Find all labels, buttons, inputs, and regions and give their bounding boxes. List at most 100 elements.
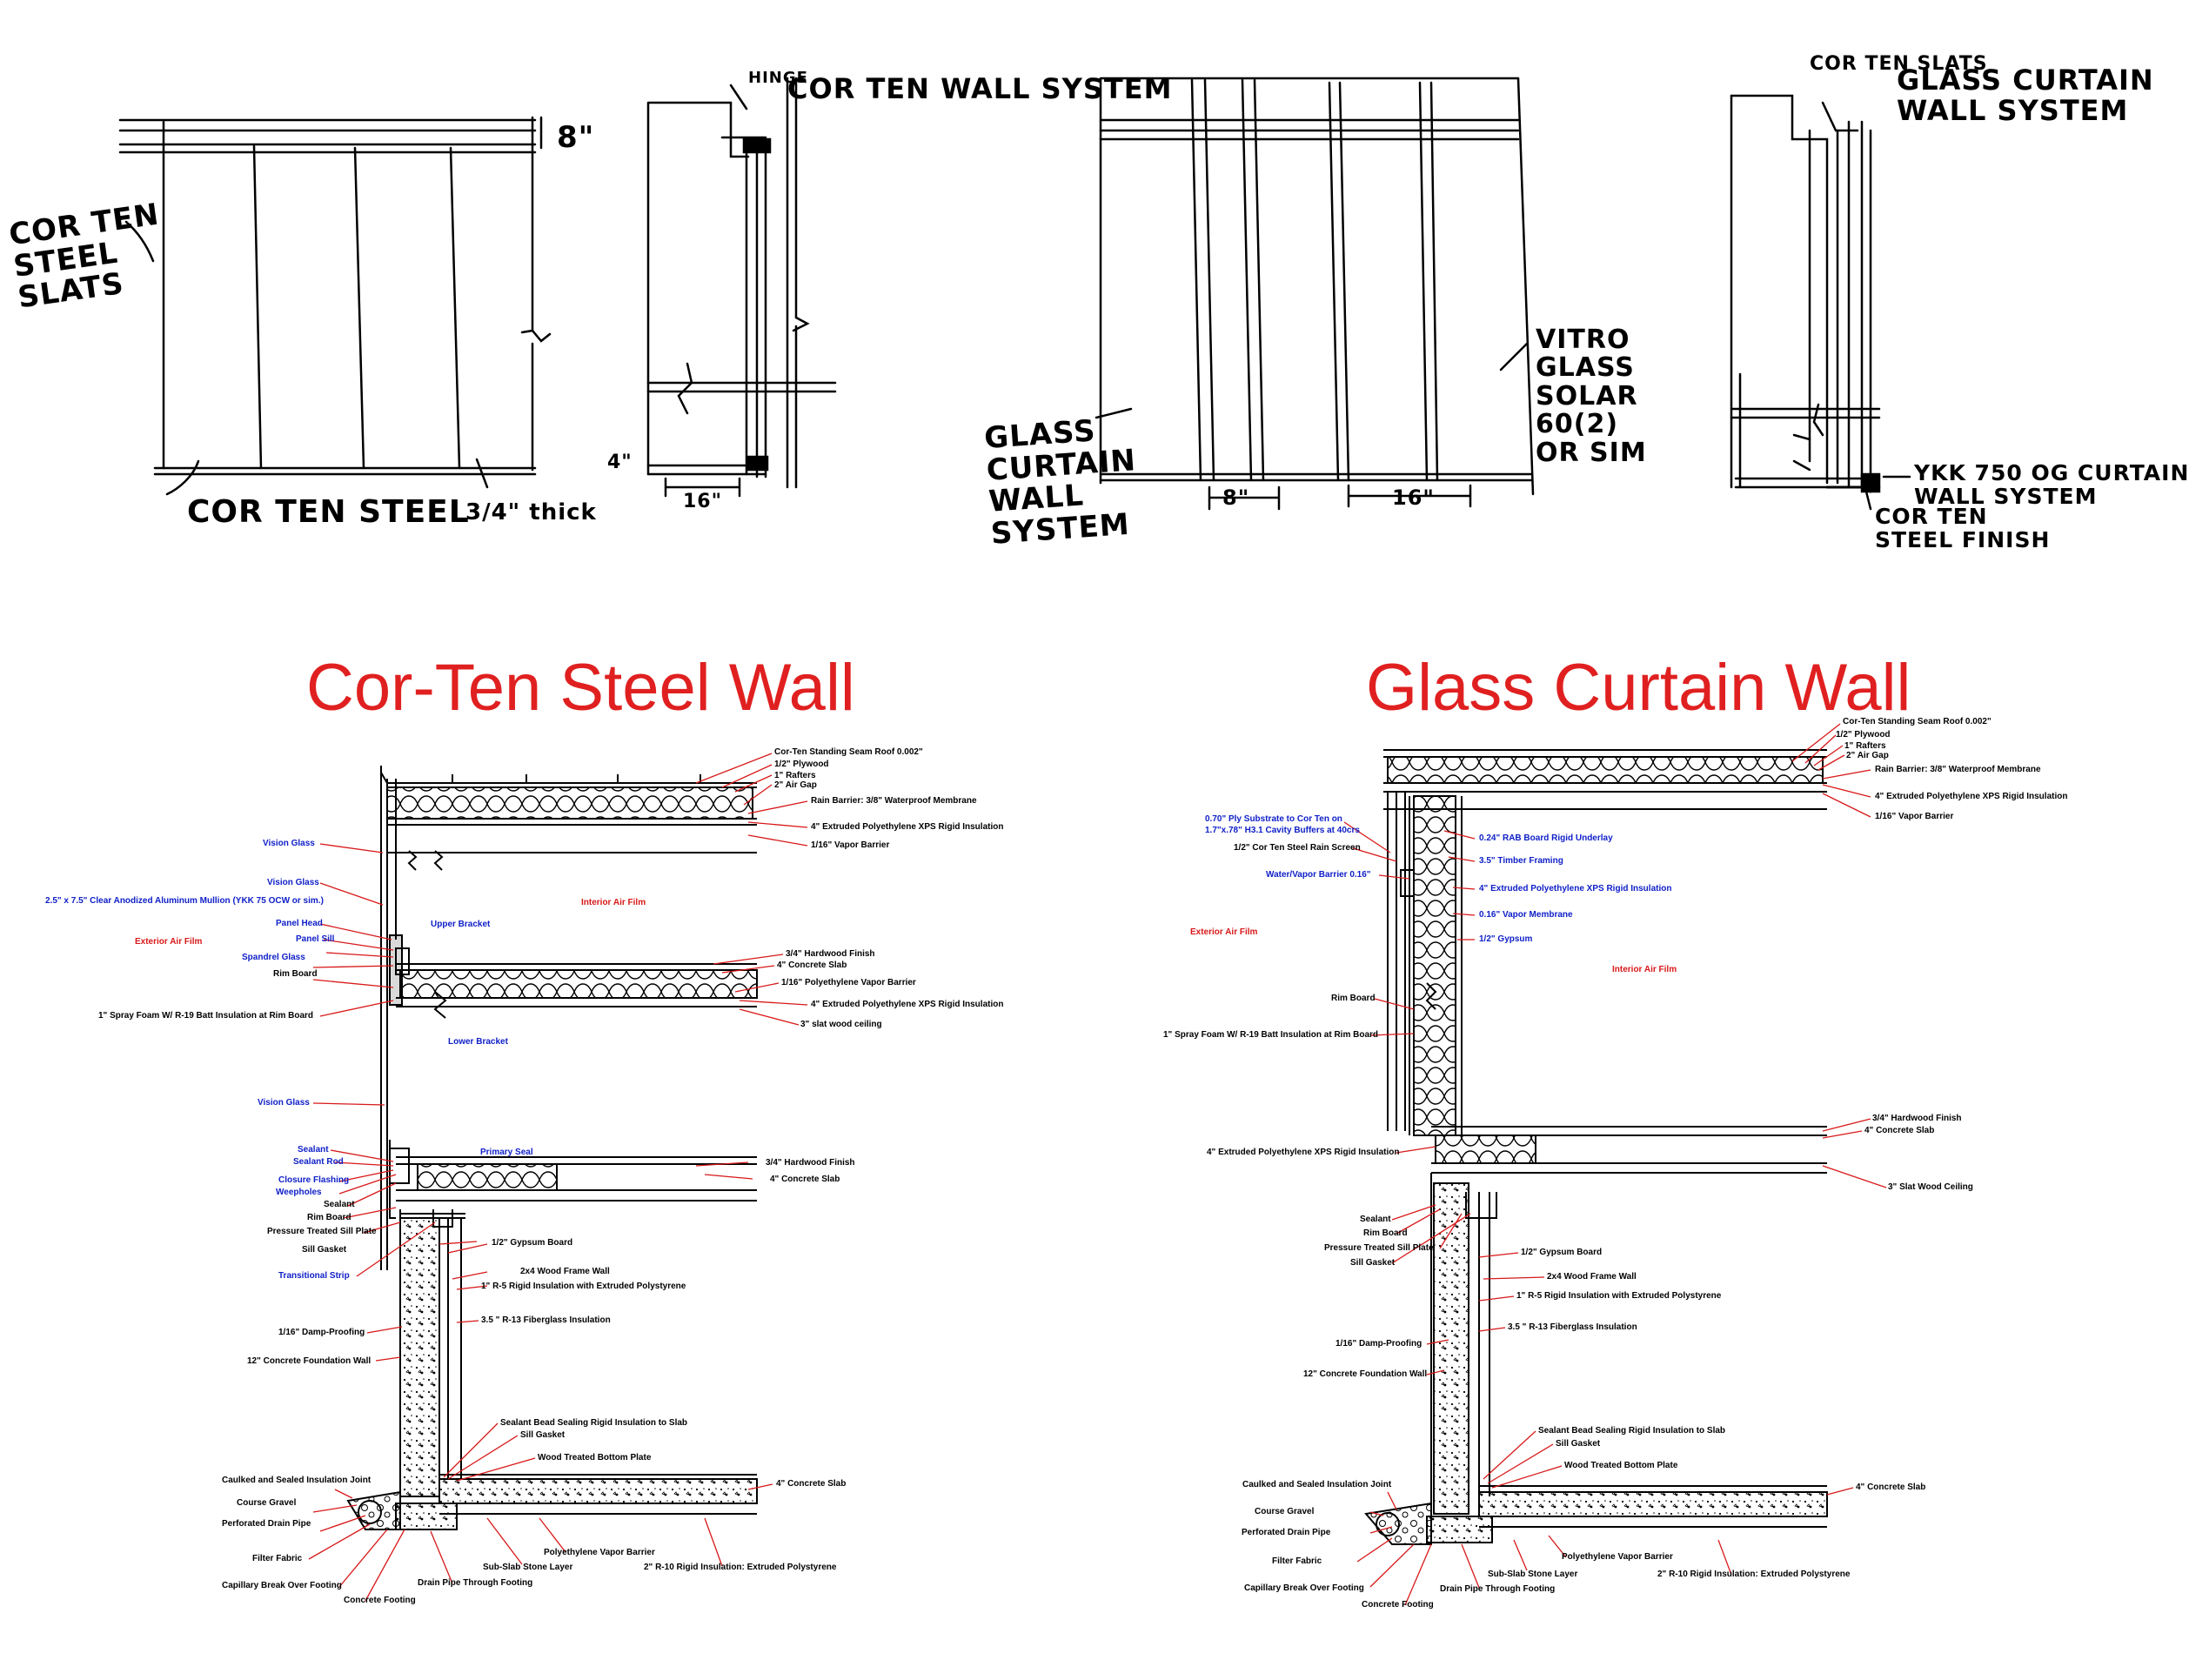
- callout: Concrete Footing: [1362, 1600, 1434, 1610]
- callout: Sealant: [1360, 1215, 1391, 1224]
- callout: 1/2" Gypsum Board: [1521, 1248, 1603, 1257]
- callout: Water/Vapor Barrier 0.16": [1266, 870, 1371, 880]
- callout: 2x4 Wood Frame Wall: [1547, 1272, 1637, 1282]
- depth-dimension: 4": [607, 452, 633, 473]
- callout: 1.7"x.78" H3.1 Cavity Buffers at 40crs: [1205, 826, 1360, 835]
- callout: 4" Extruded Polyethylene XPS Rigid Insul…: [1479, 884, 1672, 894]
- width-dimension: 16": [683, 491, 723, 512]
- callout: 4" Extruded Polyethylene XPS Rigid Insul…: [811, 1000, 1004, 1009]
- callout: Exterior Air Film: [135, 937, 203, 947]
- callout: 2" Air Gap: [1846, 751, 1889, 760]
- dimension-8: 8": [1222, 485, 1250, 510]
- callout: 1/16" Vapor Barrier: [811, 840, 890, 850]
- callout: Panel Head: [276, 919, 323, 928]
- callout: Course Gravel: [237, 1498, 297, 1508]
- callout: Rim Board: [307, 1213, 351, 1222]
- callout: Polyethylene Vapor Barrier: [1562, 1552, 1673, 1562]
- callout: Weepholes: [276, 1188, 322, 1197]
- corten-steel-label: COR TEN STEEL: [187, 494, 470, 530]
- callout: 1/16" Polyethylene Vapor Barrier: [781, 978, 916, 987]
- callout: Drain Pipe Through Footing: [418, 1578, 533, 1588]
- callout: 2" R-10 Rigid Insulation: Extruded Polys…: [644, 1563, 837, 1572]
- callout: 2" Air Gap: [774, 780, 817, 790]
- callout: 3" slat wood ceiling: [800, 1020, 882, 1029]
- callout: Filter Fabric: [252, 1554, 303, 1563]
- callout: Interior Air Film: [1612, 965, 1677, 974]
- corten-wall-system-label: COR TEN WALL SYSTEM: [787, 72, 1173, 105]
- callout: Sub-Slab Stone Layer: [483, 1563, 573, 1572]
- callout: Spandrel Glass: [242, 953, 305, 962]
- callout: Pressure Treated Sill Plate: [1324, 1243, 1434, 1253]
- callout: Upper Bracket: [431, 920, 491, 929]
- callout: 4" Concrete Slab: [777, 960, 847, 970]
- callout: 4" Extruded Polyethylene XPS Rigid Insul…: [1207, 1148, 1400, 1157]
- callout: Rain Barrier: 3/8" Waterproof Membrane: [1875, 765, 2041, 774]
- callout: 3.5 " R-13 Fiberglass Insulation: [481, 1315, 611, 1325]
- callout: Drain Pipe Through Footing: [1440, 1584, 1556, 1594]
- callout: 4" Extruded Polyethylene XPS Rigid Insul…: [811, 822, 1004, 832]
- callout: 1" Rafters: [774, 771, 816, 780]
- callout: Exterior Air Film: [1190, 927, 1258, 937]
- hinge-label: HINGE: [748, 69, 808, 87]
- callout: Rain Barrier: 3/8" Waterproof Membrane: [811, 796, 977, 806]
- callout: 4" Concrete Slab: [776, 1479, 847, 1489]
- callout: Vision Glass: [263, 839, 315, 848]
- callout: Wood Treated Bottom Plate: [538, 1453, 652, 1462]
- callout: Sill Gasket: [1350, 1258, 1396, 1268]
- callout: Rim Board: [273, 969, 318, 979]
- callout: Primary Seal: [480, 1148, 533, 1157]
- callout: Rim Board: [1363, 1228, 1408, 1238]
- glass-elevation-sketch: [1094, 77, 1535, 511]
- callout: Sub-Slab Stone Layer: [1488, 1570, 1578, 1579]
- callout: Sealant: [298, 1145, 329, 1155]
- callout: Vision Glass: [267, 878, 319, 887]
- callout: 1" Spray Foam W/ R-19 Batt Insulation at…: [98, 1011, 314, 1021]
- callout: 1/2" Cor Ten Steel Rain Screen: [1234, 843, 1361, 853]
- callout: Cor-Ten Standing Seam Roof 0.002": [1843, 717, 1992, 726]
- corten-leader-lines: [308, 753, 808, 1602]
- dimension-16: 16": [1392, 485, 1435, 510]
- callout: 1/2" Plywood: [1836, 730, 1891, 740]
- callout: Sealant: [324, 1200, 355, 1209]
- glass-section-sketch: [1730, 94, 1911, 511]
- callout: Closure Flashing: [278, 1175, 350, 1185]
- callout: Sealant Bead Sealing Rigid Insulation to…: [1538, 1426, 1726, 1436]
- callout: 3/4" Hardwood Finish: [1872, 1114, 1962, 1123]
- thickness-label: 3/4" thick: [465, 499, 597, 525]
- callout: 0.24" RAB Board Rigid Underlay: [1479, 833, 1613, 843]
- callout: 2.5" x 7.5" Clear Anodized Aluminum Mull…: [45, 896, 324, 906]
- glass-curtain-wall-system-label-2: GLASS CURTAIN WALL SYSTEM: [1897, 64, 2154, 127]
- vitro-glass-label: VITRO GLASS SOLAR 60(2) OR SIM: [1536, 325, 1647, 468]
- callout: 3.5 " R-13 Fiberglass Insulation: [1508, 1322, 1637, 1332]
- corten-steel-finish-label: COR TEN STEEL FINISH: [1875, 504, 2051, 552]
- callout: Polyethylene Vapor Barrier: [544, 1548, 655, 1557]
- callout: Course Gravel: [1255, 1507, 1315, 1516]
- callout: 1" Rafters: [1844, 741, 1886, 751]
- callout: Concrete Footing: [344, 1596, 416, 1605]
- callout: 1/16" Damp-Proofing: [1335, 1339, 1423, 1349]
- callout: 12" Concrete Foundation Wall: [1303, 1369, 1428, 1379]
- callout: 3/4" Hardwood Finish: [786, 949, 875, 959]
- callout: Caulked and Sealed Insulation Joint: [222, 1476, 372, 1485]
- callout: Capillary Break Over Footing: [1244, 1583, 1364, 1593]
- callout: 3" Slat Wood Ceiling: [1888, 1182, 1973, 1192]
- callout: 1/16" Vapor Barrier: [1875, 812, 1954, 821]
- corten-section-title: Cor-Ten Steel Wall: [306, 651, 855, 725]
- callout: Interior Air Film: [581, 898, 646, 907]
- callout: Sill Gasket: [1556, 1439, 1601, 1449]
- callout: 0.70" Ply Substrate to Cor Ten on: [1205, 814, 1342, 824]
- callout: Vision Glass: [258, 1098, 310, 1108]
- glass-curtain-wall-system-label: GLASS CURTAIN WALL SYSTEM: [982, 413, 1138, 552]
- callout: 4" Concrete Slab: [1864, 1126, 1935, 1135]
- callout: 1/2" Gypsum: [1479, 934, 1533, 944]
- callout: Transitional Strip: [278, 1271, 350, 1281]
- callout: Pressure Treated Sill Plate: [267, 1227, 377, 1236]
- callout: 2" R-10 Rigid Insulation: Extruded Polys…: [1657, 1570, 1851, 1579]
- callout: Sealant Bead Sealing Rigid Insulation to…: [500, 1418, 688, 1428]
- callout: 4" Concrete Slab: [770, 1175, 840, 1184]
- callout: 1" Spray Foam W/ R-19 Batt Insulation at…: [1163, 1030, 1379, 1040]
- callout: Sealant Rod: [293, 1157, 344, 1167]
- callout: 2x4 Wood Frame Wall: [520, 1267, 610, 1276]
- callout: 3.5" Timber Framing: [1479, 856, 1563, 866]
- corten-section-sketch: [646, 77, 837, 498]
